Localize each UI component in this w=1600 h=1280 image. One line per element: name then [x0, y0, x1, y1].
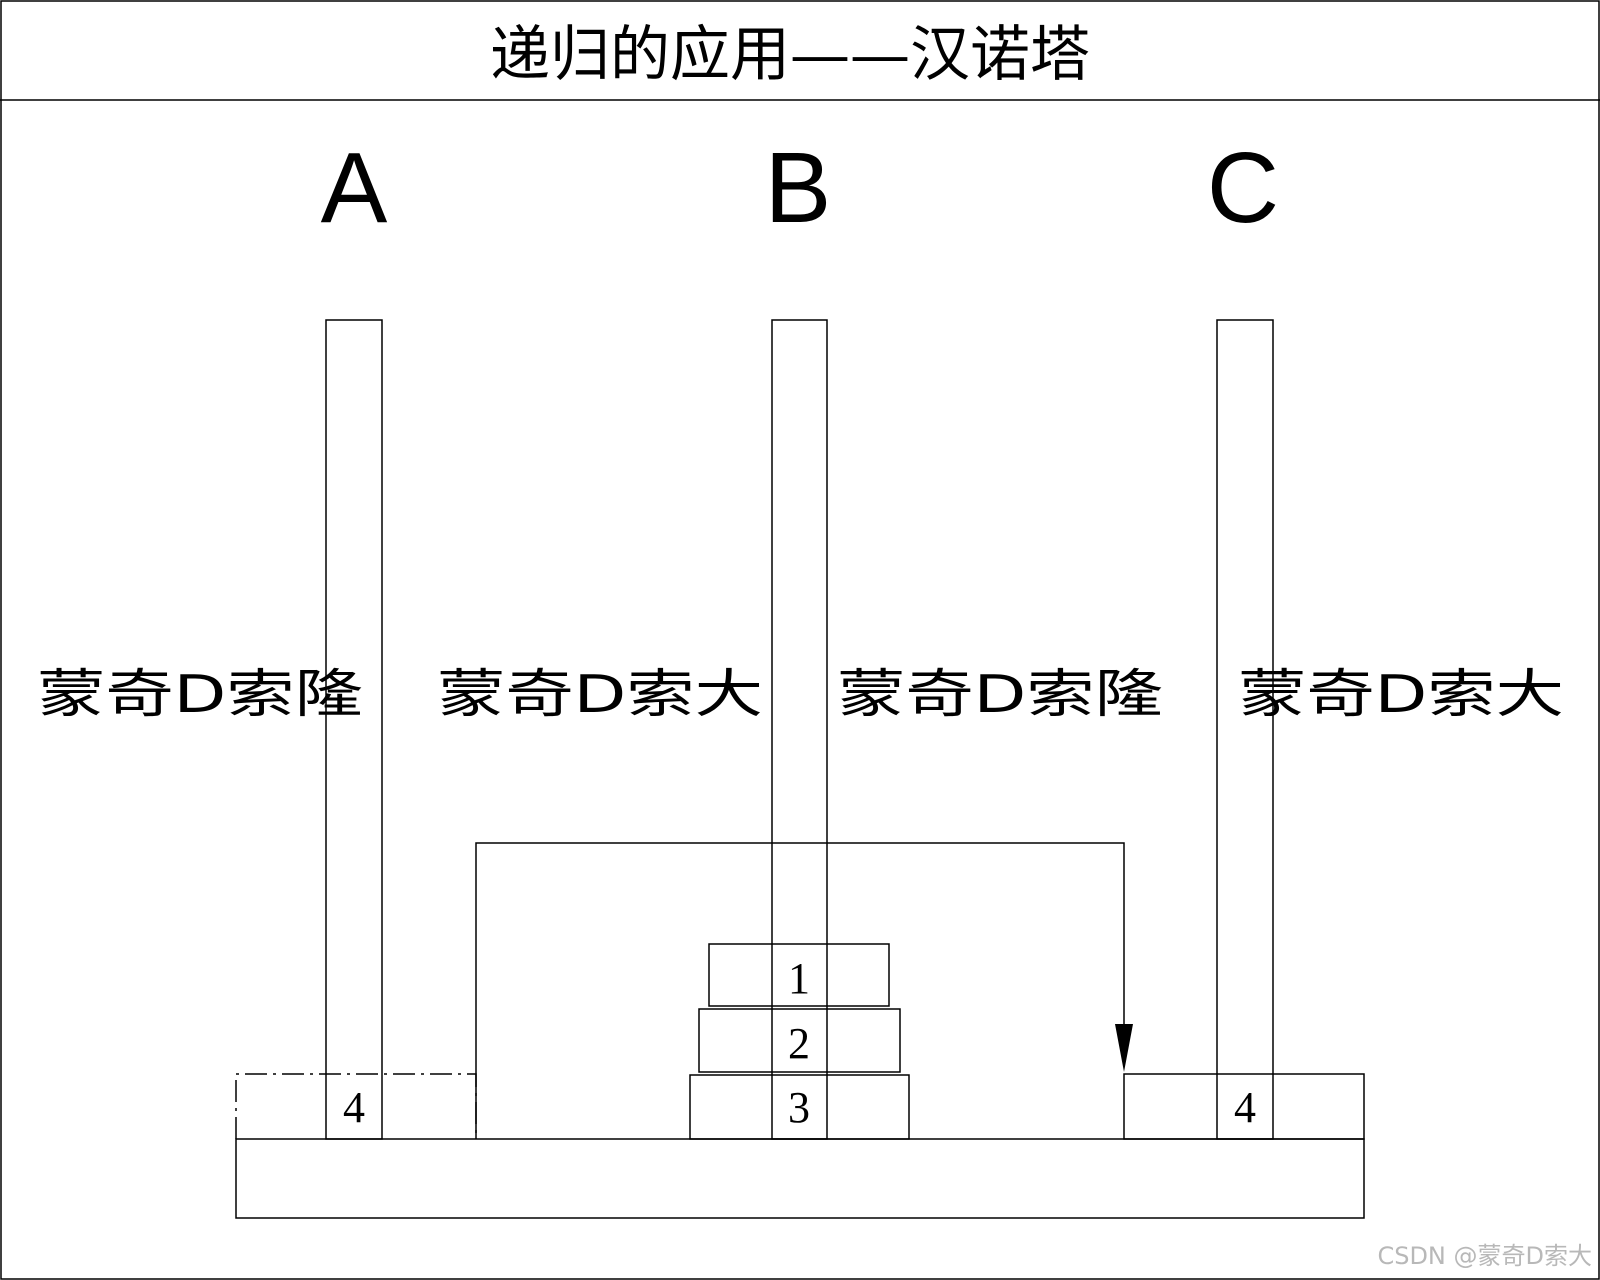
peg-b — [771, 319, 828, 1140]
disk-2 — [698, 1008, 901, 1073]
csdn-credit: CSDN @蒙奇D索大 — [1377, 1242, 1592, 1270]
diagram-title: 递归的应用——汉诺塔 — [490, 20, 1090, 90]
tower-base — [235, 1138, 1365, 1219]
watermark-text-1: 蒙奇D索隆 — [37, 665, 363, 725]
peg-a — [325, 319, 383, 1140]
watermark-text-3: 蒙奇D索隆 — [837, 665, 1163, 725]
watermark-text-4: 蒙奇D索大 — [1238, 665, 1564, 725]
disk-1-label: 1 — [788, 954, 810, 1003]
peg-label-b: B — [765, 132, 832, 244]
peg-c — [1216, 319, 1274, 1140]
disk-3-label: 3 — [788, 1083, 810, 1132]
move-arrow-path — [475, 842, 1125, 1139]
disk-4 — [1123, 1073, 1365, 1140]
disk-2-label: 2 — [788, 1019, 810, 1068]
watermark-text-2: 蒙奇D索大 — [437, 665, 763, 725]
peg-label-a: A — [321, 132, 388, 244]
peg-label-c: C — [1207, 132, 1279, 244]
disk-4-ghost-label: 4 — [343, 1083, 365, 1132]
disk-1 — [708, 943, 890, 1007]
disk-4-label: 4 — [1234, 1083, 1256, 1132]
disk-3 — [689, 1074, 910, 1140]
move-arrow-head — [1115, 1024, 1133, 1072]
